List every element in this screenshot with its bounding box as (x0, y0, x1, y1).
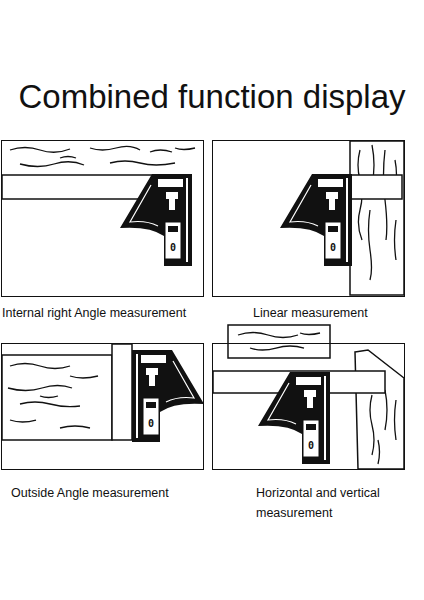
page-title: Combined function display (0, 78, 424, 116)
panel-caption: Horizontal and vertical measurement (256, 483, 421, 523)
wood-board (350, 141, 404, 295)
illustration-panel: Internal right Angle measurement (1, 140, 204, 297)
wood-board (2, 355, 112, 440)
illustration-panel: Horizontal and vertical measurement (212, 343, 405, 470)
wood-board (2, 141, 203, 175)
wood-grain (8, 364, 98, 429)
combination-square (258, 372, 330, 464)
wood-board (355, 350, 404, 469)
wood-board (2, 141, 203, 175)
wood-grain (238, 333, 320, 351)
illustration-panel: Linear measurement (212, 140, 405, 297)
wood-grain (358, 145, 397, 280)
vial-reading: 0 (330, 242, 336, 253)
wood-board (228, 325, 404, 469)
panel-caption: Linear measurement (253, 303, 423, 323)
wood-board (350, 141, 404, 295)
illustration-panel: Outside Angle measurement (1, 343, 204, 470)
wood-board (228, 325, 330, 358)
combination-square (120, 174, 192, 266)
vial-reading: 0 (308, 440, 314, 451)
combination-square (132, 350, 204, 442)
vial-reading: 0 (170, 242, 176, 253)
vial-reading: 0 (148, 418, 154, 429)
ruler-blade (112, 344, 132, 440)
panel-caption: Internal right Angle measurement (2, 303, 232, 323)
wood-board (2, 355, 112, 440)
panel-caption: Outside Angle measurement (11, 483, 231, 503)
wood-grain (10, 146, 195, 166)
wood-grain (370, 390, 396, 464)
combination-square (280, 174, 352, 266)
